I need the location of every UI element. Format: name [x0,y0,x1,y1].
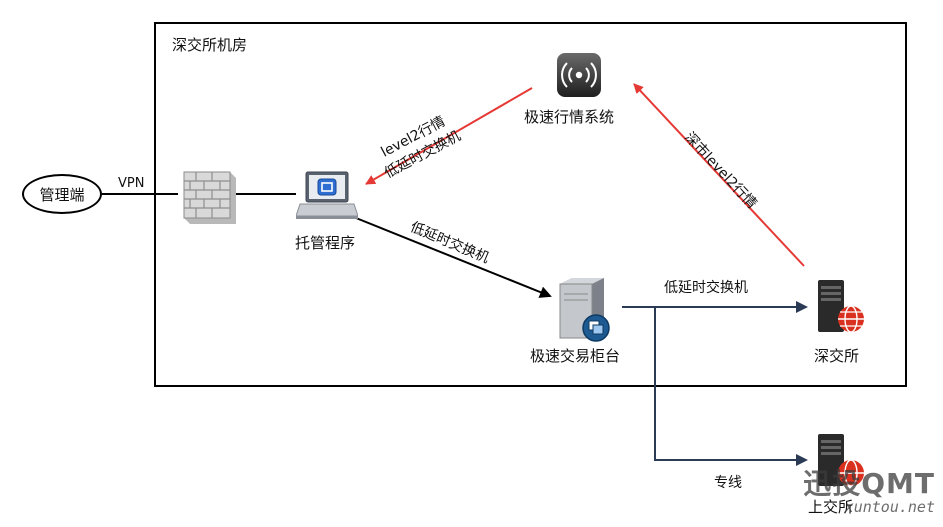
admin-node: 管理端 [22,174,102,214]
broadcast-icon [556,52,602,102]
cabinet-szse-label: 低延时交换机 [664,280,748,296]
szse-level2-arrow [633,83,805,267]
dedicated-line-label: 专线 [714,475,742,491]
watermark: 迅投QMT xuntou.net [803,462,935,516]
web-server-icon [814,278,870,340]
hosting-label: 托管程序 [295,234,356,252]
sse-label: 上交所 [808,498,854,516]
watermark-main: 迅投QMT [803,467,935,500]
server-icon [556,276,616,346]
dedicated-line-arrow [654,307,808,466]
laptop-icon [295,170,359,224]
room-label: 深交所机房 [172,36,248,54]
data-center-boundary [154,22,907,387]
web-server-icon [814,432,870,494]
szse-label: 深交所 [814,347,860,365]
admin-label: 管理端 [39,185,85,204]
quote-system-label: 极速行情系统 [524,108,615,126]
level2-quote-arrow [365,87,533,185]
host-cabinet-arrow [355,217,552,298]
watermark-sub: xuntou.net [844,498,935,516]
trading-cabinet-label: 极速交易柜台 [530,347,621,365]
vpn-label: VPN [118,176,145,191]
firewall-icon [178,166,238,232]
